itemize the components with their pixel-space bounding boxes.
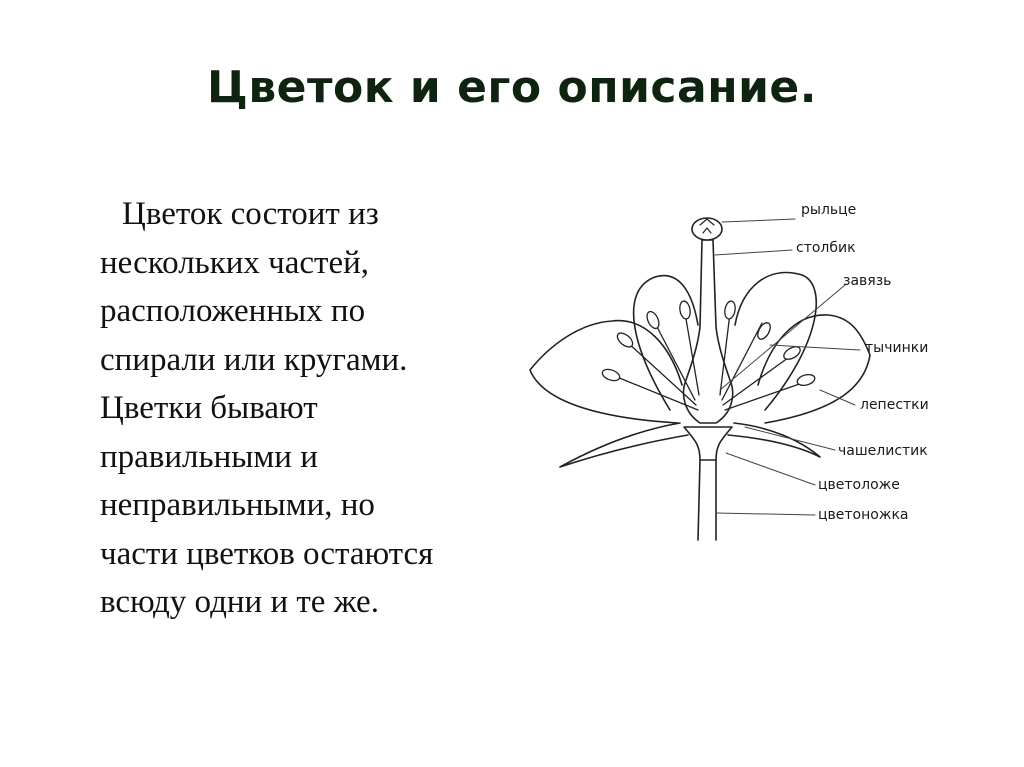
body-line: правильными и xyxy=(100,438,318,475)
label-pedicel: цветоножка xyxy=(818,507,909,523)
right-petal xyxy=(757,314,871,424)
right-center-petal xyxy=(734,271,818,411)
label-sepal: чашелистик xyxy=(838,443,928,459)
pistil xyxy=(682,239,734,424)
receptacle xyxy=(683,426,733,461)
sepal-right xyxy=(727,422,821,458)
label-receptacle: цветоложе xyxy=(818,477,900,493)
pedicel xyxy=(697,459,717,541)
body-line: расположенных по xyxy=(100,293,366,329)
label-stamens: тычинки xyxy=(865,340,929,356)
body-text: Цветок состоит из нескольких частей, рас… xyxy=(100,190,520,627)
body-line: нескольких частей, xyxy=(100,244,370,281)
label-style: столбик xyxy=(796,240,856,256)
flower-drawing xyxy=(529,217,871,541)
stigma xyxy=(691,217,723,241)
body-line: Цветок состоит из xyxy=(122,196,379,232)
stamens xyxy=(611,312,806,411)
anthers xyxy=(601,300,816,387)
body-line: всюду одни и те же. xyxy=(100,584,379,620)
body-line: спирали или кругами. xyxy=(100,341,408,378)
flower-diagram: рыльце столбик завязь тычинки лепестки ч… xyxy=(520,195,1000,555)
label-stigma: рыльце xyxy=(801,202,857,218)
left-center-petal xyxy=(632,274,699,411)
body-line: Цветки бывают xyxy=(100,390,318,426)
slide-title: Цветок и его описание. xyxy=(207,62,817,113)
sepal-left xyxy=(559,422,689,468)
body-line: неправильными, но xyxy=(100,487,375,523)
body-line: части цветков остаются xyxy=(100,535,434,572)
label-petals: лепестки xyxy=(860,397,929,413)
leader-lines xyxy=(714,218,861,516)
label-ovary: завязь xyxy=(843,273,892,289)
left-petal xyxy=(529,319,683,424)
